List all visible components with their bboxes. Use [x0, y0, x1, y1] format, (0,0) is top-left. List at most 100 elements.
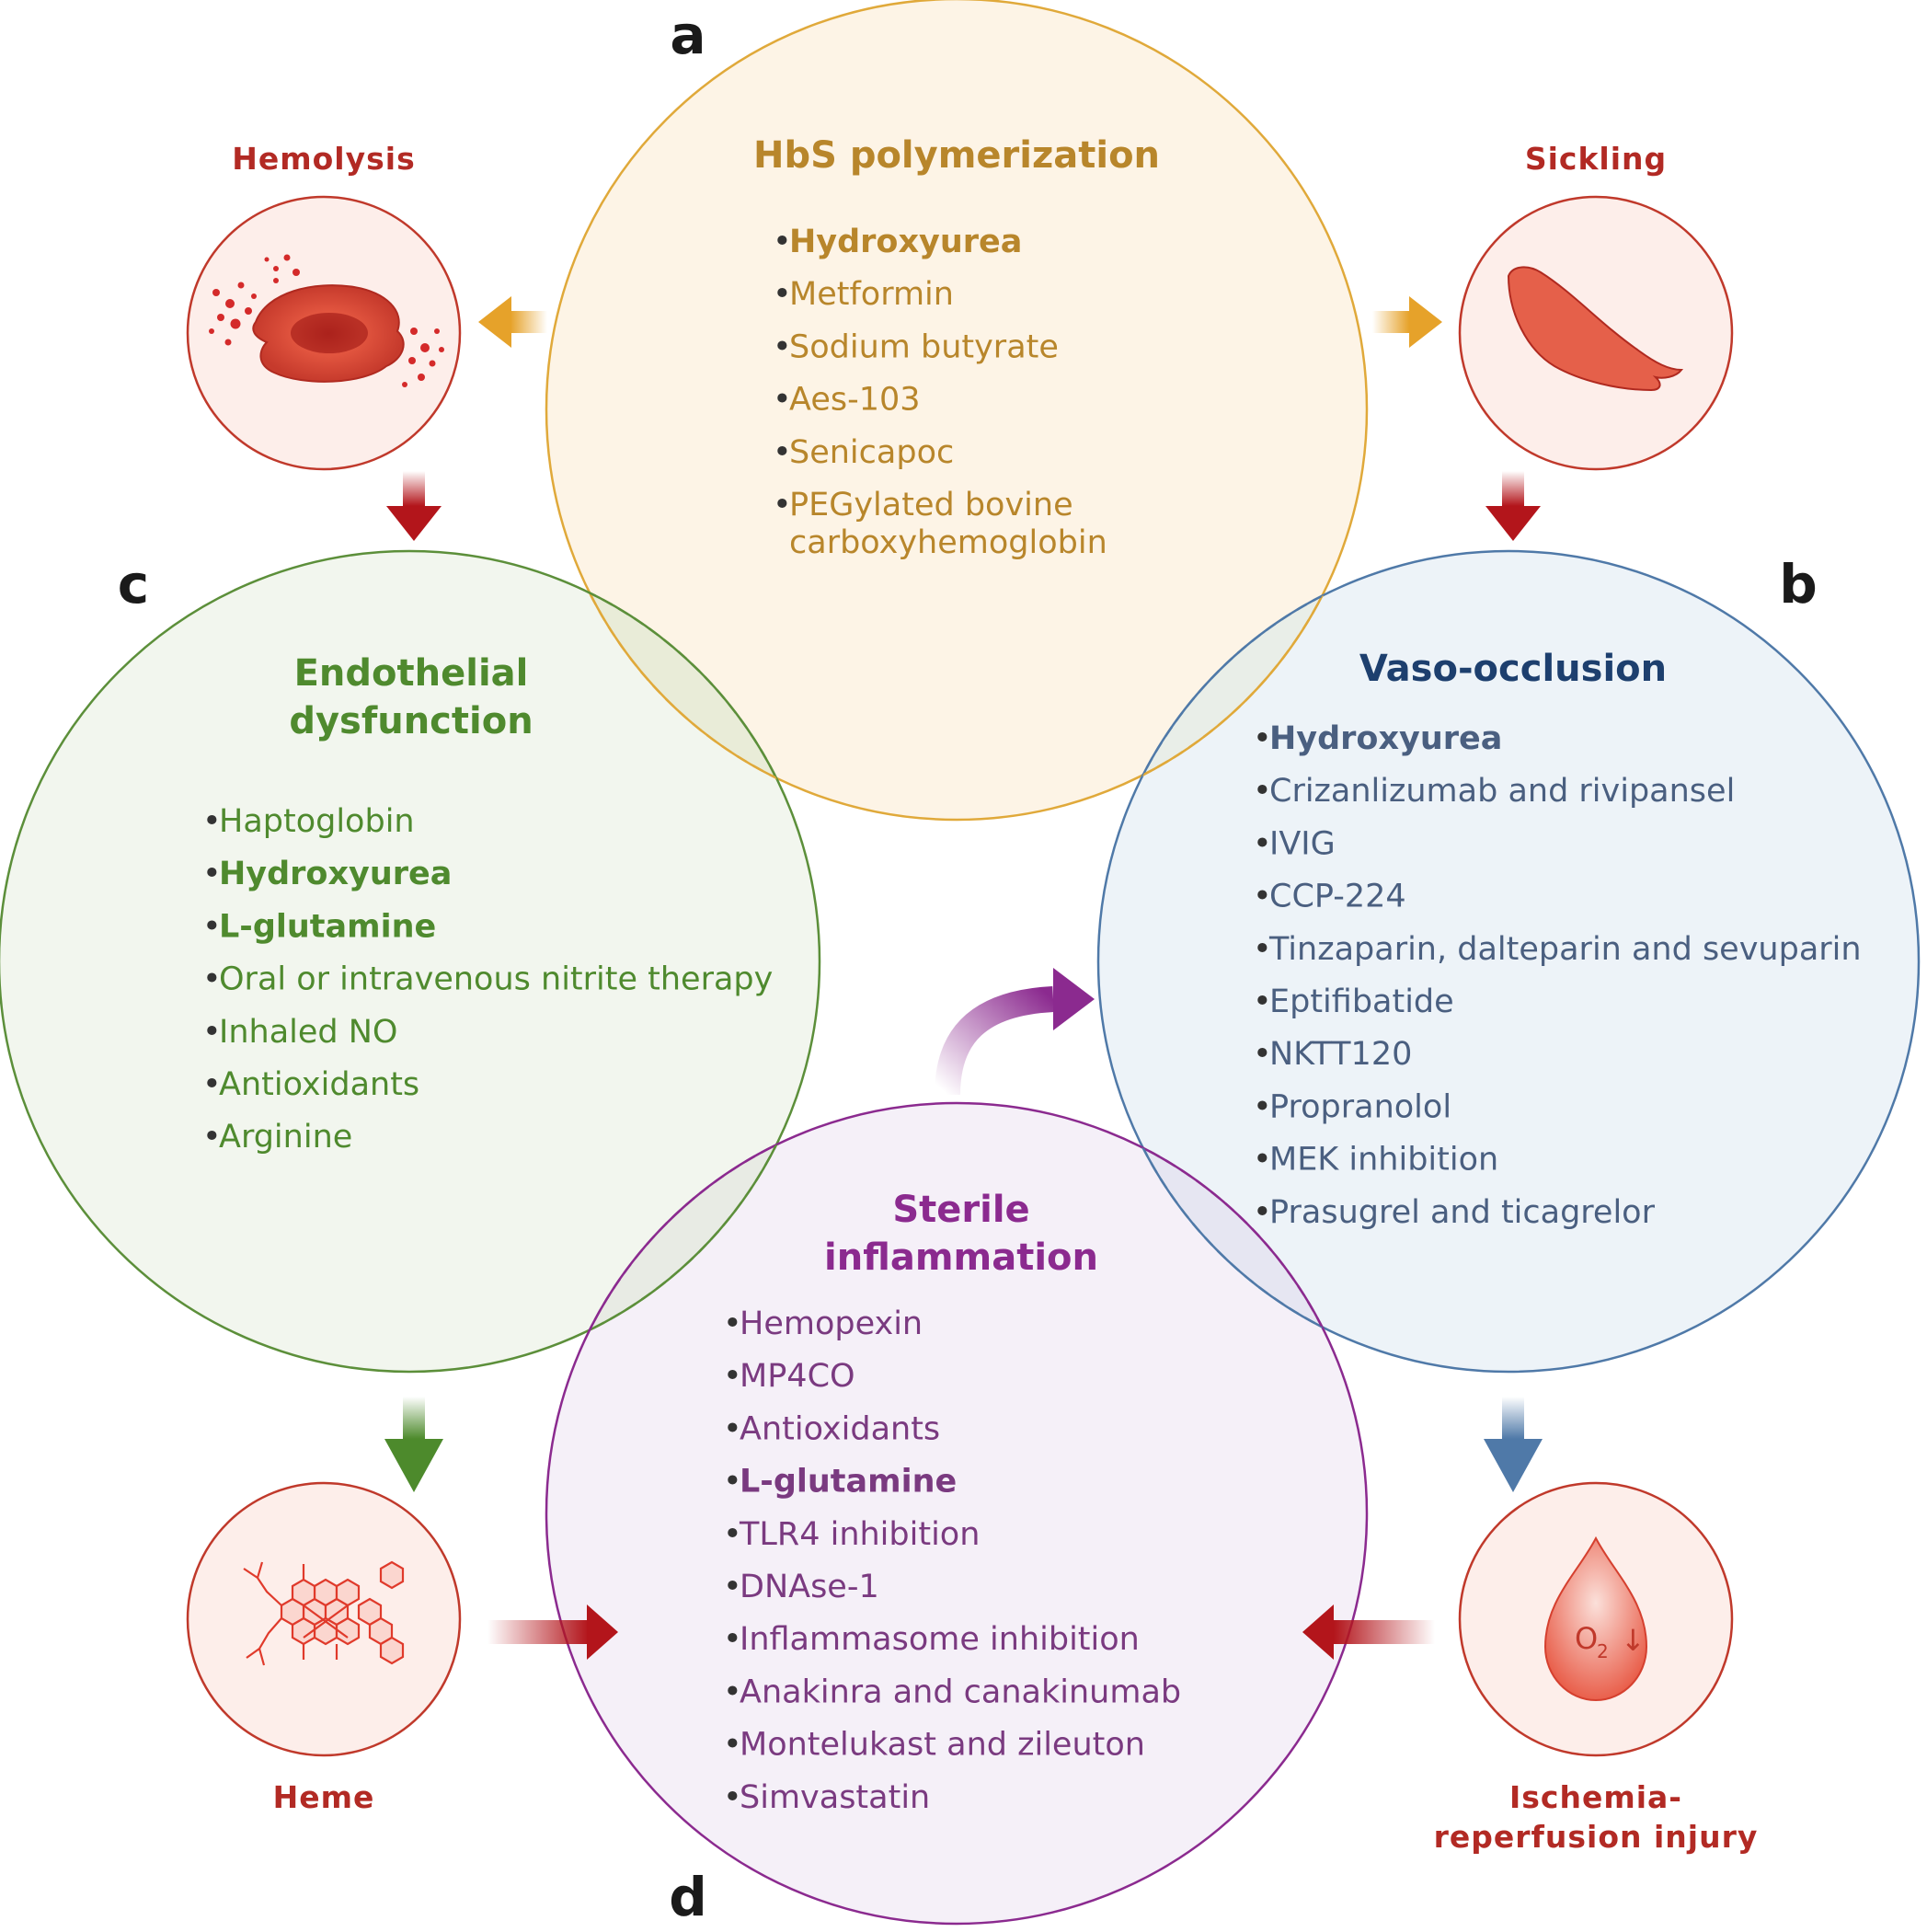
- list-vaso-occlusion: •Hydroxyurea•Crizanlizumab and rivipanse…: [1253, 720, 1862, 1231]
- list-item: Eptifibatide: [1269, 983, 1454, 1020]
- bullet-icon: •: [1253, 1036, 1272, 1073]
- sickling-node: [1458, 195, 1734, 471]
- bullet-icon: •: [1253, 879, 1272, 915]
- list-item: Crizanlizumab and rivipansel: [1269, 773, 1735, 810]
- list-item: Tinzaparin, dalteparin and sevuparin: [1268, 931, 1862, 968]
- bullet-icon: •: [202, 856, 222, 892]
- title-sterile-line2: inflammation: [824, 1236, 1098, 1279]
- bullet-icon: •: [773, 487, 792, 523]
- arrow-polymerization-to-sickling: [1372, 296, 1442, 348]
- ischemia-node: O 2 ↓: [1458, 1481, 1734, 1757]
- list-item: CCP-224: [1269, 879, 1406, 915]
- bullet-icon: •: [1253, 1088, 1272, 1125]
- list-item: Antioxidants: [219, 1066, 419, 1103]
- arrow-inflammation-to-vaso-occlusion: [935, 968, 1095, 1096]
- list-item: Hydroxyurea: [219, 856, 452, 892]
- list-item: Aes-103: [789, 382, 921, 419]
- bullet-icon: •: [1253, 983, 1272, 1020]
- list-item: Simvastatin: [740, 1779, 930, 1816]
- bullet-icon: •: [773, 276, 792, 313]
- list-item: Prasugrel and ticagrelor: [1269, 1194, 1656, 1231]
- title-sterile-line1: Sterile: [892, 1189, 1029, 1231]
- panel-letter-b: b: [1779, 553, 1818, 615]
- bullet-icon: •: [202, 1119, 222, 1156]
- hemolysis-cell-icon: [209, 254, 444, 387]
- bullet-icon: •: [1253, 931, 1272, 968]
- bullet-icon: •: [723, 1621, 742, 1658]
- title-vaso-occlusion: Vaso-occlusion: [1359, 648, 1667, 690]
- bullet-icon: •: [723, 1673, 742, 1710]
- arrow-heme-to-inflammation: [487, 1604, 618, 1660]
- arrow-polymerization-to-hemolysis: [478, 296, 547, 348]
- heme-label: Heme: [273, 1779, 375, 1815]
- list-item: carboxyhemoglobin: [789, 524, 1107, 561]
- arrow-sickling-to-vaso-occlusion: [1485, 471, 1541, 541]
- list-item: Metformin: [789, 276, 954, 313]
- bullet-icon: •: [202, 1014, 222, 1051]
- circle-a-outline: [545, 0, 1369, 822]
- bullet-icon: •: [773, 434, 792, 471]
- list-item: IVIG: [1269, 825, 1336, 862]
- hemolysis-node: [186, 195, 462, 471]
- down-arrow-icon: ↓: [1621, 1623, 1646, 1658]
- bullet-icon: •: [1253, 720, 1272, 757]
- list-endothelial-dysfunction: •Haptoglobin•Hydroxyurea•L-glutamine•Ora…: [202, 803, 773, 1156]
- ischemia-label-line1: Ischemia-: [1509, 1779, 1682, 1815]
- o2-text: O: [1575, 1621, 1598, 1656]
- list-item: Inhaled NO: [219, 1014, 397, 1051]
- list-item: Hydroxyurea: [1269, 720, 1502, 757]
- arrow-hemolysis-to-endothelial: [386, 471, 442, 541]
- bullet-icon: •: [723, 1727, 742, 1764]
- title-endothelial-line2: dysfunction: [289, 700, 533, 742]
- panel-letter-d: d: [669, 1866, 707, 1928]
- list-item: NKTT120: [1269, 1036, 1412, 1073]
- bullet-icon: •: [773, 382, 792, 419]
- heme-molecule-icon: [243, 1560, 405, 1666]
- list-item: L-glutamine: [740, 1464, 957, 1501]
- bullet-icon: •: [723, 1410, 742, 1447]
- arrow-ischemia-to-inflammation: [1302, 1604, 1435, 1660]
- list-item: DNAse-1: [740, 1569, 879, 1605]
- title-endothelial-line1: Endothelial: [294, 652, 529, 695]
- list-item: Oral or intravenous nitrite therapy: [219, 961, 773, 998]
- bullet-icon: •: [723, 1358, 742, 1395]
- bullet-icon: •: [723, 1516, 742, 1553]
- list-item: Hemopexin: [740, 1305, 923, 1342]
- list-item: TLR4 inhibition: [739, 1516, 980, 1553]
- list-item: MP4CO: [740, 1358, 855, 1395]
- circle-b-outline: [1096, 549, 1921, 1374]
- arrow-vaso-occlusion-to-ischemia: [1484, 1397, 1543, 1492]
- circle-c-fill: [0, 551, 820, 1372]
- bullet-icon: •: [202, 803, 222, 840]
- list-item: Sodium butyrate: [789, 328, 1059, 365]
- bullet-icon: •: [202, 908, 222, 945]
- bullet-icon: •: [202, 1066, 222, 1103]
- bullet-icon: •: [723, 1569, 742, 1605]
- bullet-icon: •: [723, 1464, 742, 1501]
- list-item: Senicapoc: [789, 434, 954, 471]
- list-item: Anakinra and canakinumab: [740, 1673, 1181, 1710]
- circle-d-outline: [545, 1101, 1369, 1926]
- ischemia-label-line2: reperfusion injury: [1434, 1819, 1759, 1855]
- panel-letter-a: a: [670, 4, 705, 66]
- bullet-icon: •: [723, 1779, 742, 1816]
- list-item: L-glutamine: [219, 908, 436, 945]
- circle-a-fill: [546, 0, 1367, 820]
- blood-drop-icon: [1543, 1535, 1648, 1702]
- list-item: PEGylated bovine: [789, 487, 1073, 523]
- list-item: Inflammasome inhibition: [740, 1621, 1140, 1658]
- panel-letter-c: c: [118, 553, 149, 615]
- bullet-icon: •: [1253, 1142, 1272, 1179]
- arrow-endothelial-to-heme: [384, 1397, 443, 1492]
- o2-subscript: 2: [1597, 1640, 1609, 1662]
- circle-d-fill: [546, 1103, 1367, 1924]
- bullet-icon: •: [1253, 1194, 1272, 1231]
- bullet-icon: •: [773, 328, 792, 365]
- list-item: Antioxidants: [740, 1410, 940, 1447]
- bullet-icon: •: [202, 961, 222, 998]
- list-item: Hydroxyurea: [789, 224, 1022, 260]
- bullet-icon: •: [723, 1305, 742, 1342]
- bullet-icon: •: [773, 224, 792, 260]
- title-hbs-polymerization: HbS polymerization: [753, 134, 1160, 177]
